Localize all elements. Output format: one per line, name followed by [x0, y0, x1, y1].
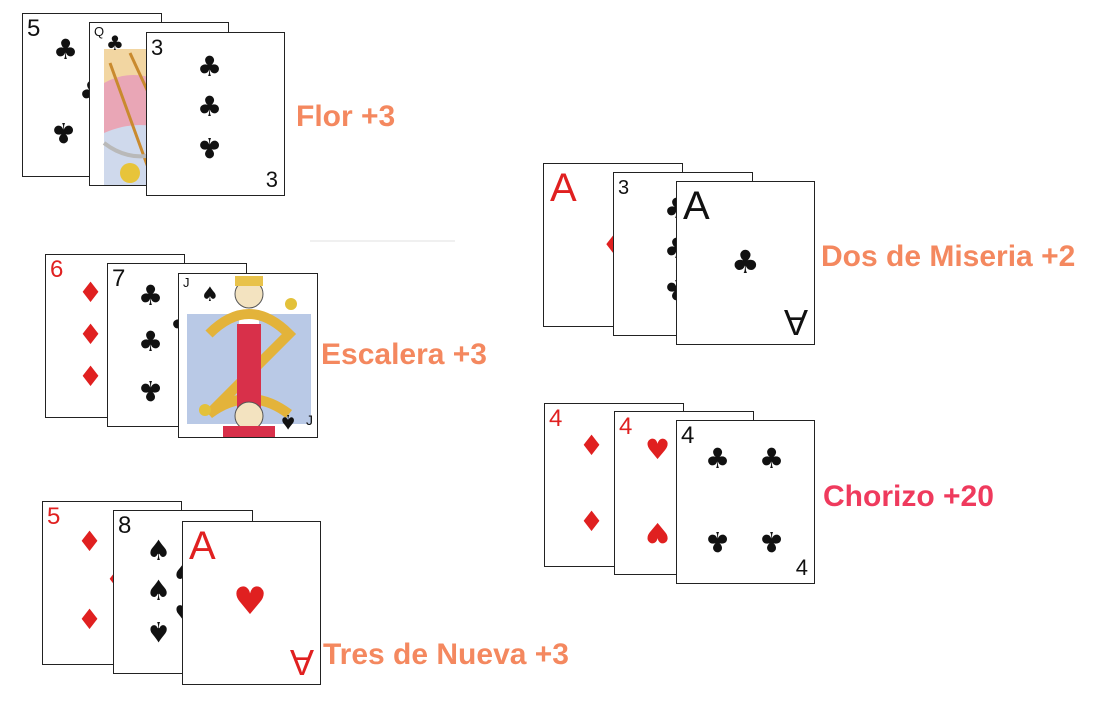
heart-pip-icon: ♥: [233, 579, 268, 623]
card-a-hearts: A ♥ A: [182, 521, 321, 685]
card-rank: 8: [118, 512, 132, 539]
card-rank: Q: [94, 24, 105, 39]
card-rank: A: [683, 184, 710, 228]
card-rank: 4: [619, 413, 633, 440]
card-rank: J: [183, 275, 190, 290]
spade-pip-icon: ♠: [201, 282, 219, 306]
card-rank: A: [189, 524, 216, 568]
club-pip-icon: ♣: [705, 442, 731, 475]
hand-label-escalera: Escalera +3: [321, 338, 487, 371]
card-rank: A: [550, 166, 577, 210]
club-pip-icon: ♣: [51, 116, 77, 149]
club-pip-icon: ♣: [759, 442, 785, 475]
spade-pip-icon: ♠: [279, 410, 297, 434]
diamond-pip-icon: ♦: [579, 505, 605, 538]
card-rank-bottom: A: [783, 302, 808, 343]
jack-face-art-icon: [187, 276, 311, 437]
hand-label-dos-de-miseria: Dos de Miseria +2: [821, 240, 1076, 273]
diamond-pip-icon: ♦: [78, 360, 104, 393]
card-rank: 3: [151, 35, 164, 60]
card-rank: 5: [27, 15, 41, 42]
club-pip-icon: ♣: [138, 374, 164, 407]
diamond-pip-icon: ♦: [77, 525, 103, 558]
diamond-pip-icon: ♦: [78, 276, 104, 309]
card-rank: 4: [681, 422, 695, 449]
club-pip-icon: ♣: [759, 525, 785, 558]
diamond-pip-icon: ♦: [579, 429, 605, 462]
spade-pip-icon: ♠: [146, 534, 172, 567]
heart-pip-icon: ♥: [645, 433, 671, 466]
club-pip-icon: ♣: [106, 31, 124, 55]
hand-label-flor: Flor +3: [296, 100, 396, 133]
card-rank: 6: [50, 256, 64, 283]
hand-label-tres-de-nueva: Tres de Nueva +3: [323, 638, 569, 671]
card-3-clubs: 3 ♣ ♣ ♣ 3: [146, 32, 285, 196]
card-rank: 7: [112, 265, 126, 292]
faint-divider: [310, 240, 455, 242]
card-rank: 4: [549, 405, 563, 432]
club-pip-icon: ♣: [138, 325, 164, 358]
club-pip-icon: ♣: [197, 90, 223, 123]
card-j-spades: J ♠ ♠ J: [178, 273, 318, 438]
club-pip-icon: ♣: [705, 525, 731, 558]
card-rank-bottom: A: [289, 642, 314, 683]
card-rank: 3: [618, 177, 630, 199]
card-rank: 5: [47, 503, 61, 530]
club-pip-icon: ♣: [731, 243, 760, 281]
spade-pip-icon: ♠: [146, 615, 172, 648]
spade-pip-icon: ♠: [146, 574, 172, 607]
club-pip-icon: ♣: [197, 50, 223, 83]
diamond-pip-icon: ♦: [78, 318, 104, 351]
diamond-pip-icon: ♦: [77, 603, 103, 636]
card-a-clubs: A ♣ A: [676, 181, 815, 345]
card-rank-bottom: 3: [265, 167, 278, 192]
card-rank-bottom: 4: [795, 555, 808, 580]
hand-label-chorizo: Chorizo +20: [823, 480, 994, 513]
club-pip-icon: ♣: [197, 131, 223, 164]
card-4-clubs: 4 ♣ ♣ ♣ ♣ 4: [676, 420, 815, 584]
heart-pip-icon: ♥: [645, 516, 671, 549]
club-pip-icon: ♣: [138, 279, 164, 312]
card-rank-bottom: J: [306, 412, 313, 428]
club-pip-icon: ♣: [53, 33, 79, 66]
